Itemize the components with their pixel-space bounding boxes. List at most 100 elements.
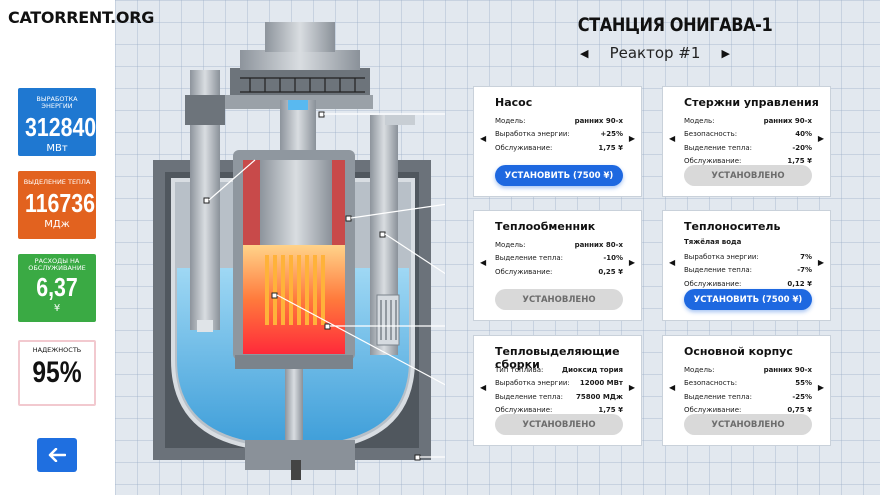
- station-title: СТАНЦИЯ ОНИГАВА-1: [577, 14, 773, 36]
- maintenance-cost-stat: РАСХОДЫ НА ОБСЛУЖИВАНИЕ 6,37 ¥: [18, 254, 96, 322]
- control-rods-row-value: 40%: [795, 130, 812, 139]
- coolant-row: Обслуживание:0,12 ¥: [684, 277, 812, 291]
- fuel-assemblies-row-key: Выработка энергии:: [495, 379, 570, 388]
- energy-output-label: ВЫРАБОТКА ЭНЕРГИИ: [36, 95, 78, 111]
- main-vessel-next-arrow-icon[interactable]: ▶: [817, 383, 824, 392]
- control-rods-title: Стержни управления: [684, 96, 819, 109]
- pump-install-button[interactable]: УСТАНОВИТЬ (7500 ¥): [495, 165, 623, 186]
- fuel-assemblies-next-arrow-icon[interactable]: ▶: [628, 383, 635, 392]
- fuel-assemblies-panel: Тепловыделяющие сборки ◀ ▶ Тип топлива:Д…: [473, 335, 642, 446]
- fuel-assemblies-installed-button[interactable]: УСТАНОВЛЕНО: [495, 414, 623, 435]
- coolant-prev-arrow-icon[interactable]: ◀: [669, 258, 676, 267]
- pump-panel: Насос ◀ ▶ Модель:ранних 90-х Выработка э…: [473, 86, 642, 197]
- heat-exchanger-row: Выделение тепла: -10%: [495, 252, 623, 266]
- fuel-assemblies-row-value: 75800 МДж: [576, 392, 623, 401]
- fuel-assemblies-row: Выделение тепла: 75800 МДж: [495, 390, 623, 404]
- heat-exchanger-row-value: 0,25 ¥: [598, 267, 623, 276]
- heat-exchanger-row-key: Обслуживание:: [495, 267, 553, 276]
- control-rods-next-arrow-icon[interactable]: ▶: [817, 134, 824, 143]
- control-rods-row-key: Обслуживание:: [684, 157, 742, 166]
- reliability-label: НАДЕЖНОСТЬ: [32, 346, 82, 354]
- pump-prev-arrow-icon[interactable]: ◀: [480, 134, 487, 143]
- pump-next-arrow-icon[interactable]: ▶: [628, 134, 635, 143]
- main-vessel-row-value: 55%: [795, 379, 812, 388]
- pump-row-key: Обслуживание:: [495, 143, 553, 152]
- control-rods-panel: Стержни управления ◀ ▶ Модель:ранних 90-…: [662, 86, 831, 197]
- next-reactor-arrow-icon[interactable]: ▶: [721, 46, 730, 60]
- control-rods-row-key: Выделение тепла:: [684, 143, 752, 152]
- heat-exchanger-row-value: -10%: [603, 254, 623, 263]
- site-logo: CATORRENT.ORG: [8, 8, 155, 27]
- reliability-stat: НАДЕЖНОСТЬ 95%: [18, 340, 96, 406]
- main-vessel-row: Модель: ранних 90-х: [684, 363, 812, 377]
- main-vessel-prev-arrow-icon[interactable]: ◀: [669, 383, 676, 392]
- main-vessel-row-value: ранних 90-х: [763, 365, 812, 374]
- fuel-assemblies-row-key: Выделение тепла:: [495, 392, 563, 401]
- maintenance-cost-label: РАСХОДЫ НА ОБСЛУЖИВАНИЕ: [28, 257, 86, 273]
- fuel-assemblies-title: Тепловыделяющие сборки: [495, 345, 620, 371]
- coolant-title: Теплоноситель: [684, 220, 781, 233]
- coolant-row: Выделение тепла: -7%: [684, 264, 812, 278]
- pump-row-value: ранних 90-х: [574, 116, 623, 125]
- heat-exchanger-row-key: Модель:: [495, 240, 526, 249]
- fuel-assemblies-row: Тип топлива:Диоксид тория: [495, 363, 623, 377]
- coolant-row-key: Выделение тепла:: [684, 266, 752, 275]
- maintenance-cost-value: 6,37: [36, 272, 78, 303]
- pump-row: Модель:ранних 90-х: [495, 114, 623, 128]
- control-rods-installed-button[interactable]: УСТАНОВЛЕНО: [684, 165, 812, 186]
- main-vessel-row-key: Выделение тепла:: [684, 392, 752, 401]
- heat-exchanger-prev-arrow-icon[interactable]: ◀: [480, 258, 487, 267]
- coolant-rows: Тяжёлая вода Выработка энергии:7% Выделе…: [684, 238, 812, 291]
- fuel-assemblies-row-value: 12000 МВт: [579, 379, 623, 388]
- pump-row-key: Выработка энергии:: [495, 130, 570, 139]
- main-vessel-row: Обслуживание:0,75 ¥: [684, 404, 812, 418]
- pump-row: Обслуживание:1,75 ¥: [495, 141, 623, 155]
- main-vessel-row: Безопасность:55%: [684, 377, 812, 391]
- main-vessel-row: Выделение тепла: -25%: [684, 390, 812, 404]
- coolant-row-value: -7%: [797, 266, 812, 275]
- control-rods-row: Выделение тепла: -20%: [684, 141, 812, 155]
- main-vessel-row-key: Модель:: [684, 365, 715, 374]
- reactor-illustration: [153, 22, 445, 480]
- back-button[interactable]: [37, 438, 77, 472]
- main-vessel-row-value: -25%: [792, 392, 812, 401]
- control-rod-drive: [260, 160, 332, 245]
- arrow-left-icon: [48, 448, 66, 462]
- control-rods-row-value: 1,75 ¥: [787, 157, 812, 166]
- reactor-selector: ◀ Реактор #1 ▶: [580, 44, 730, 62]
- prev-reactor-arrow-icon[interactable]: ◀: [580, 46, 589, 60]
- main-vessel-panel: Основной корпус ◀ ▶ Модель:ранних 90-х Б…: [662, 335, 831, 446]
- control-rods-prev-arrow-icon[interactable]: ◀: [669, 134, 676, 143]
- fuel-assemblies-row: Выработка энергии: 12000 МВт: [495, 377, 623, 391]
- heat-output-stat: ВЫДЕЛЕНИЕ ТЕПЛА 116736 МДж: [18, 171, 96, 239]
- pump-title: Насос: [495, 96, 533, 109]
- coolant-install-button[interactable]: УСТАНОВИТЬ (7500 ¥): [684, 289, 812, 310]
- heat-exchanger-row-value: ранних 80-х: [574, 240, 623, 249]
- heat-exchanger-row: Модель: ранних 80-х: [495, 238, 623, 252]
- control-rods-row-value: -20%: [792, 143, 812, 152]
- top-cap: [265, 22, 335, 52]
- control-rods-row: Модель:ранних 90-х: [684, 114, 812, 128]
- heat-output-unit: МДж: [44, 219, 70, 231]
- fuel-assemblies-row: Обслуживание: 1,75 ¥: [495, 404, 623, 418]
- heat-exchanger-installed-button[interactable]: УСТАНОВЛЕНО: [495, 289, 623, 310]
- fuel-assemblies-row-value: 1,75 ¥: [598, 406, 623, 415]
- coolant-panel: Теплоноситель ◀ ▶ Тяжёлая вода Выработка…: [662, 210, 831, 321]
- heat-output-value: 116736: [25, 188, 95, 219]
- heat-exchanger-row: Обслуживание: 0,25 ¥: [495, 265, 623, 279]
- coolant-next-arrow-icon[interactable]: ▶: [817, 258, 824, 267]
- heat-exchanger-next-arrow-icon[interactable]: ▶: [628, 258, 635, 267]
- reliability-value: 95%: [32, 356, 82, 390]
- heat-exchanger-rows: Модель:ранних 80-х Выделение тепла:-10% …: [495, 238, 623, 279]
- coolant-row-key: Выработка энергии:: [684, 252, 759, 261]
- fuel-assemblies-prev-arrow-icon[interactable]: ◀: [480, 383, 487, 392]
- heat-exchanger-panel: Теплообменник ◀ ▶ Модель:ранних 80-х Выд…: [473, 210, 642, 321]
- control-rods-row-key: Модель:: [684, 116, 715, 125]
- coolant-row-value: 0,12 ¥: [787, 279, 812, 288]
- main-vessel-installed-button[interactable]: УСТАНОВЛЕНО: [684, 414, 812, 435]
- fuel-assemblies-row-key: Обслуживание:: [495, 406, 553, 415]
- coolant-type: Тяжёлая вода: [684, 238, 742, 246]
- heat-exchanger-row-key: Выделение тепла:: [495, 254, 563, 263]
- main-vessel-row-value: 0,75 ¥: [787, 406, 812, 415]
- sidebar: CATORRENT.ORG ВЫРАБОТКА ЭНЕРГИИ 312840 М…: [0, 0, 154, 495]
